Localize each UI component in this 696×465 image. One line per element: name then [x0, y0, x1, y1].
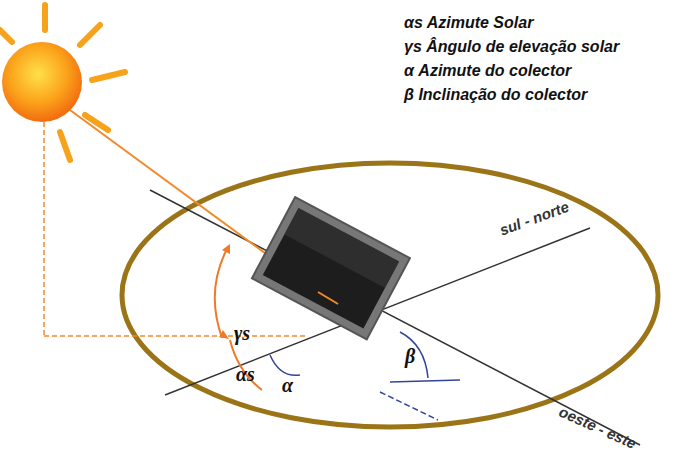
arc-heads — [219, 244, 230, 339]
axis-label: sul - norte — [497, 198, 571, 239]
collector-azimuth-arc — [270, 355, 300, 375]
angle-symbol: α — [282, 374, 293, 397]
tilt-reference — [390, 380, 460, 382]
sun-projection — [44, 335, 305, 337]
legend-item: αs Azimute Solar — [404, 14, 533, 32]
elevation-arc — [215, 247, 228, 338]
legend-item: β Inclinação do colector — [404, 86, 587, 104]
legend-item: α Azimute do colector — [404, 62, 571, 80]
collector-normal — [380, 392, 438, 420]
sun-projection — [43, 122, 45, 336]
legend-item: γs Ângulo de elevação solar — [404, 38, 619, 56]
horizon-ellipse — [122, 163, 658, 427]
angle-symbol: γs — [234, 322, 250, 345]
angle-symbol: αs — [236, 363, 255, 386]
sun-ray — [318, 292, 338, 304]
tilt-arc — [400, 332, 428, 378]
angle-symbol: β — [405, 345, 415, 368]
axis-label: oeste - este — [557, 403, 639, 452]
solar-azimuth-arc — [230, 340, 262, 390]
solar-panel — [252, 197, 410, 339]
